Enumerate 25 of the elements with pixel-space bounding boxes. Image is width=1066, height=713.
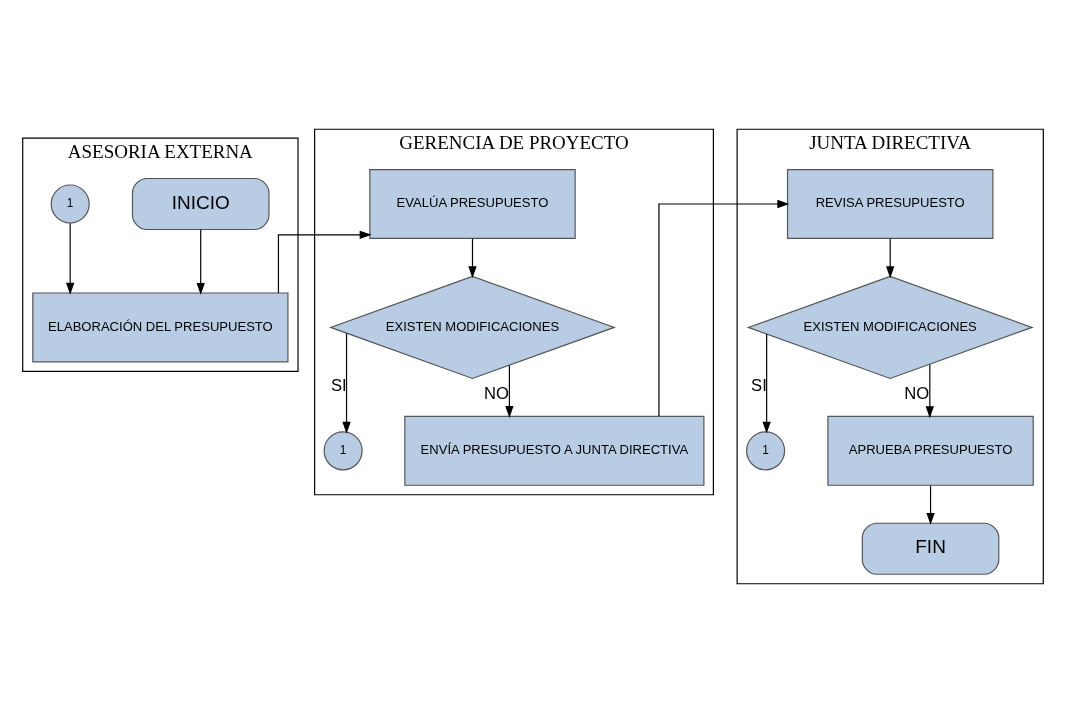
arrow — [762, 333, 771, 434]
arrow — [277, 230, 372, 294]
node-circle: 1 — [50, 184, 90, 224]
node-circle: 1 — [323, 431, 363, 471]
arrow — [342, 332, 351, 434]
edge-label: NO — [904, 383, 930, 403]
node-box: FIN — [861, 522, 1000, 575]
node-box: ENVÍA PRESUPUESTO A JUNTA DIRECTIVA — [404, 415, 705, 486]
node-box: ELABORACIÓN DEL PRESUPUESTO — [32, 292, 289, 363]
arrow — [196, 229, 205, 295]
arrow — [926, 485, 935, 525]
node-diamond: EXISTEN MODIFICACIONES — [328, 275, 616, 380]
node-box: INICIO — [131, 177, 270, 231]
arrow — [658, 199, 790, 417]
arrow — [468, 238, 477, 279]
node-box: EVALÚA PRESUPUESTO — [369, 169, 576, 239]
node-box: REVISA PRESUPUESTO — [786, 169, 994, 239]
node-box: APRUEBA PRESUPUESTO — [827, 415, 1034, 486]
arrow — [66, 222, 75, 295]
node-circle: 1 — [746, 431, 786, 471]
arrow — [886, 238, 895, 279]
edge-label: NO — [483, 384, 509, 404]
arrow — [505, 364, 514, 418]
node-diamond: EXISTEN MODIFICACIONES — [746, 275, 1034, 380]
arrow — [925, 363, 934, 419]
